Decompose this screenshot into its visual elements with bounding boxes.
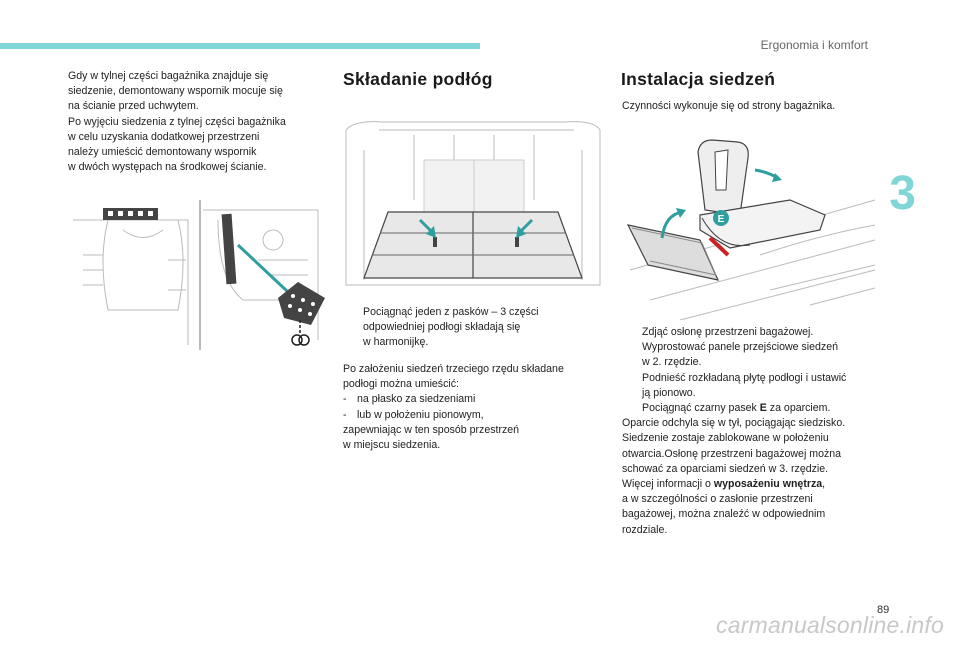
label-e: E [718, 214, 725, 225]
text-line: Czynności wykonuje się od strony bagażni… [622, 100, 836, 112]
seat-install-illustration: E [626, 139, 876, 320]
text-line: Podnieść rozkładaną płytę podłogi i usta… [642, 371, 847, 384]
text-line: Po wyjęciu siedzenia z tylnej części bag… [68, 115, 286, 128]
bullet-symbol [343, 305, 363, 320]
text-line: w celu uzyskania dodatkowej przestrzeni [68, 130, 260, 143]
text-line: na płasko za siedzeniami [357, 393, 476, 406]
text-line: w harmonijkę. [363, 336, 429, 349]
section-title: Ergonomia i komfort [760, 38, 868, 52]
bullet-symbol [622, 325, 642, 340]
bracket-illustration [73, 200, 325, 350]
bracket-text: Gdy w tylnej części bagażnika znajduje s… [68, 69, 328, 175]
text-line: na ścianie przed uchwytem. [68, 100, 199, 113]
text-line: otwarcia.Osłonę przestrzeni bagażowej mo… [622, 447, 842, 460]
bullet-symbol [622, 371, 642, 386]
bullet-symbol [622, 340, 642, 355]
text-line: Pociągnąć jeden z pasków – 3 części [363, 306, 539, 318]
install-heading: Instalacja siedzeń [621, 69, 776, 89]
watermark: carmanualsonline.info [716, 612, 944, 638]
text-line: w 2. rzędzie. [642, 356, 702, 369]
text-line: Wyprostować panele przejściowe siedzeń [642, 341, 838, 354]
text-line: za oparciem. [766, 402, 831, 415]
chapter-number: 3 [889, 167, 916, 220]
text-line: Zdjąć osłonę przestrzeni bagażowej. [642, 326, 814, 338]
strap-label: E [759, 402, 767, 415]
folding-bullet: Pociągnąć jeden z pasków – 3 części odpo… [343, 305, 603, 351]
text-line: Więcej informacji o [622, 478, 714, 491]
text-line: Siedzenie zostaje zablokowane w położeni… [622, 432, 829, 445]
text-line: schować za oparciami siedzeń w 3. rzędzi… [622, 462, 829, 475]
text-line: Po założeniu siedzeń trzeciego rzędu skł… [343, 363, 564, 375]
bullet-symbol [622, 401, 642, 416]
cross-reference: wyposażeniu wnętrza [713, 478, 823, 491]
text-line: w miejscu siedzenia. [343, 439, 441, 452]
text-line: rozdziale. [622, 523, 668, 536]
text-line: a w szczególności o zasłonie przestrzeni [622, 493, 813, 506]
page-number: 89 [877, 604, 890, 616]
text-line: należy umieścić demontowany wspornik [68, 146, 257, 159]
text-line: Oparcie odchyla się w tył, pociągając si… [622, 417, 846, 430]
text-line: w dwóch występach na środkowej ścianie. [68, 161, 267, 174]
install-intro: Czynności wykonuje się od strony bagażni… [622, 99, 884, 114]
text-line: Pociągnąć czarny pasek [642, 402, 760, 415]
text-line: Gdy w tylnej części bagażnika znajduje s… [68, 70, 269, 82]
text-line: bagażowej, można znaleźć w odpowiednim [622, 508, 826, 521]
folding-positions: Po założeniu siedzeń trzeciego rzędu skł… [343, 362, 603, 453]
folding-floor-illustration [345, 121, 601, 286]
folding-heading: Składanie podłóg [343, 69, 493, 89]
text-line: podłogi można umieścić: [343, 378, 459, 391]
text-line: odpowiedniej podłogi składają się [363, 321, 521, 334]
text-line: lub w położeniu pionowym, [357, 408, 484, 421]
header-accent-bar [0, 43, 480, 49]
text-line: ją pionowo. [642, 386, 696, 399]
text-line: , [822, 478, 826, 491]
text-line: zapewniając w ten sposób przestrzeń [343, 423, 520, 436]
install-steps: Zdjąć osłonę przestrzeni bagażowej. Wypr… [622, 325, 884, 538]
text-line: siedzenie, demontowany wspornik mocuje s… [68, 85, 283, 98]
